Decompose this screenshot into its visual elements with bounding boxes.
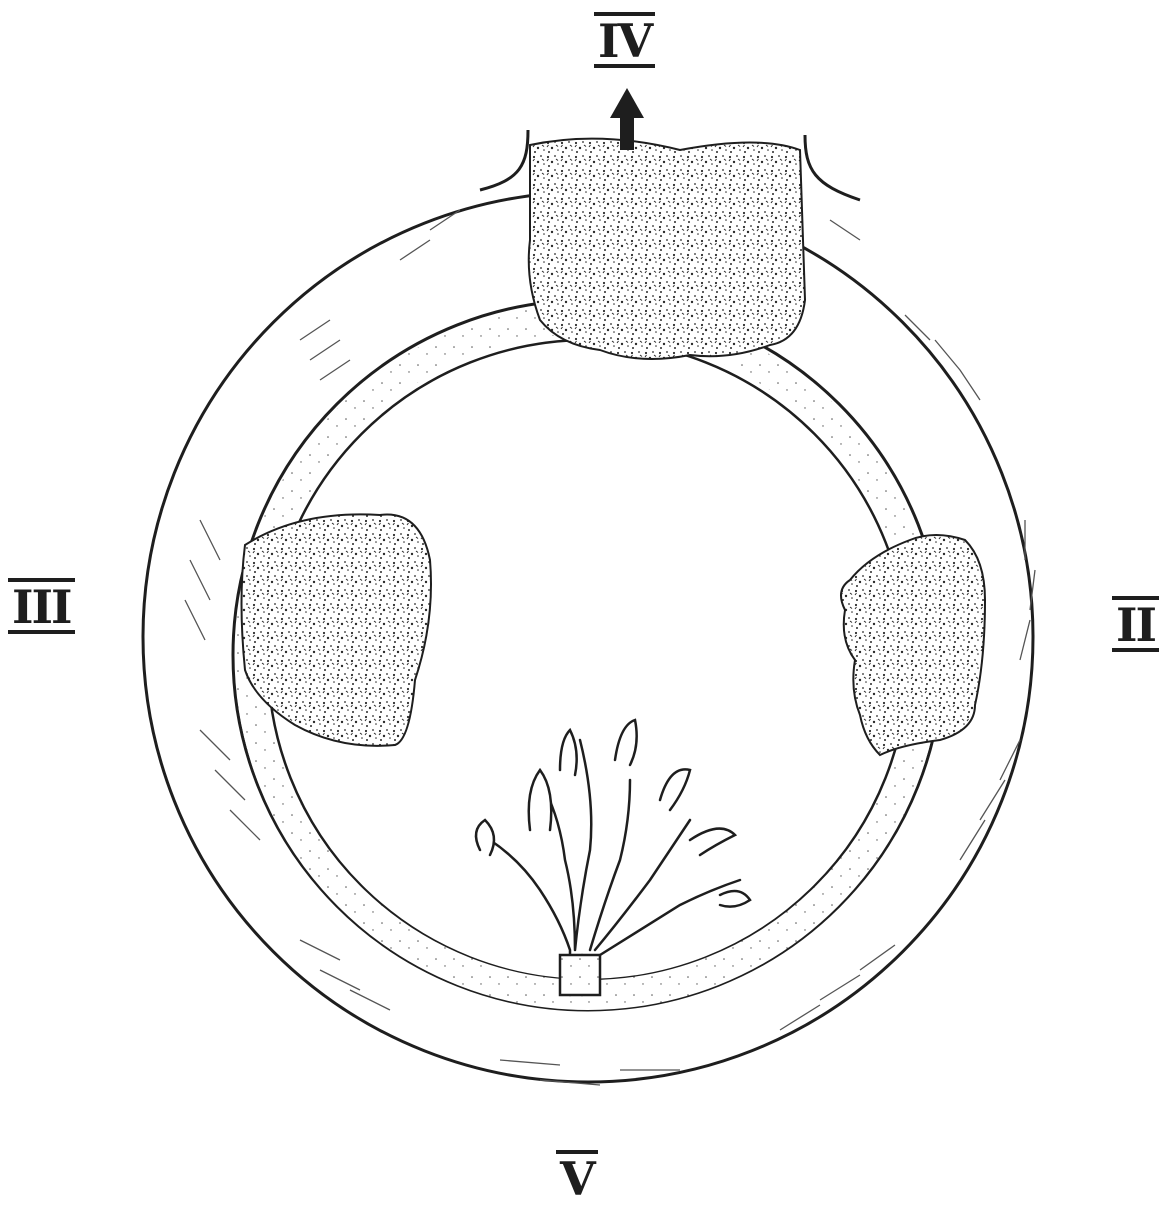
left-sponge-mass: [242, 514, 432, 745]
label-iii: III: [8, 578, 75, 634]
branching-coral-icon: [476, 720, 750, 995]
label-v: V: [556, 1150, 598, 1202]
top-sponge-mass: [529, 139, 805, 359]
label-ii: II: [1112, 596, 1159, 652]
diagram-canvas: IV III II V: [0, 0, 1170, 1168]
ring-diagram: [0, 0, 1170, 1168]
right-sponge-mass: [841, 535, 985, 755]
label-iv: IV: [594, 12, 655, 68]
